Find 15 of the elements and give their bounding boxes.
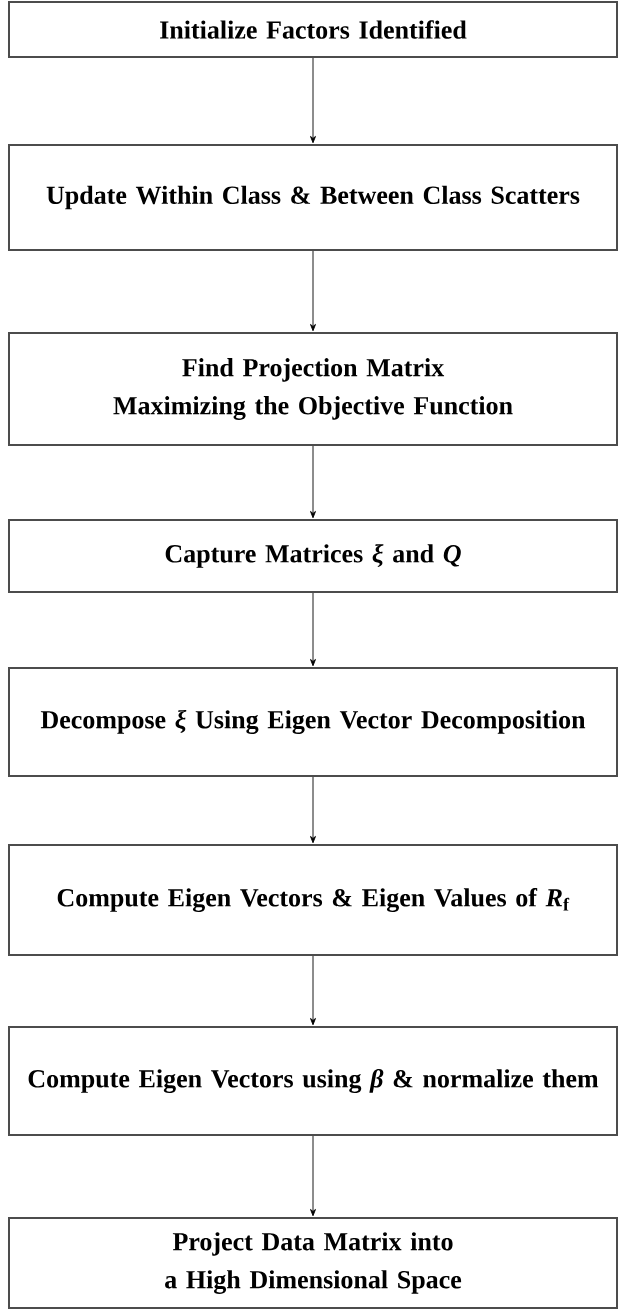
arrow: [310, 57, 316, 144]
process-box: Compute Eigen Vectors & Eigen Values of R$_{f}$: [8, 844, 618, 956]
arrow: [310, 592, 316, 667]
process-box: Find Projection Matrix Maximizing the Objective Function: [8, 332, 618, 446]
process-box: Capture Matrices ξ and Q: [8, 519, 618, 593]
arrow: [310, 776, 316, 844]
arrow: [310, 445, 316, 519]
process-box: Update Within Class & Between Class Scatters: [8, 144, 618, 251]
process-box: Compute Eigen Vectors using β & normalize them: [8, 1026, 618, 1136]
process-box: Initialize Factors Identified: [8, 1, 618, 58]
arrow: [310, 955, 316, 1026]
arrow: [310, 1135, 316, 1217]
process-box: Project Data Matrix into a High Dimensional Space: [8, 1217, 618, 1309]
process-box: Decompose ξ Using Eigen Vector Decomposition: [8, 667, 618, 777]
arrow: [310, 250, 316, 332]
